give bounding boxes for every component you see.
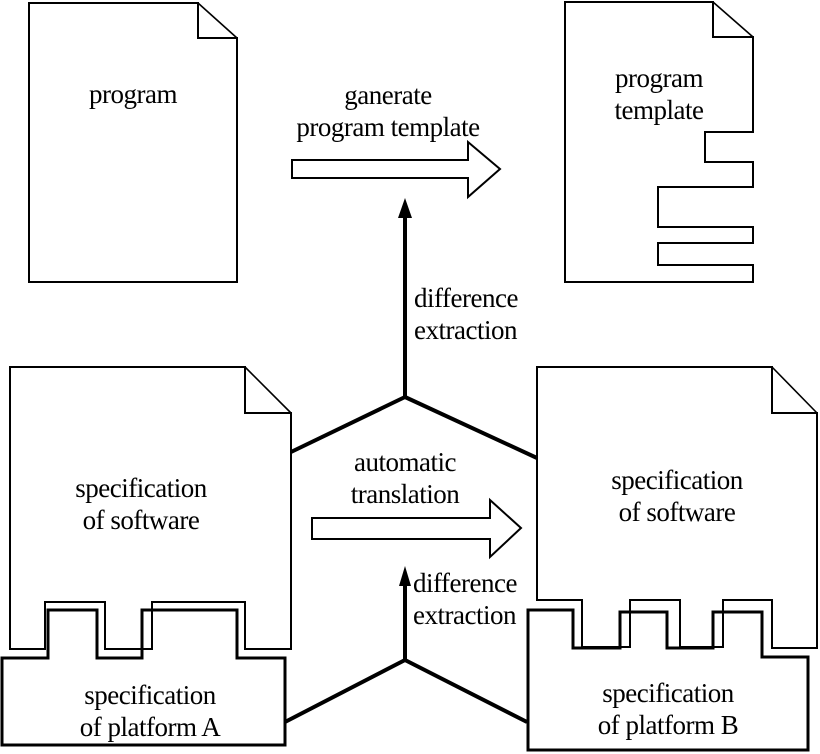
platform-a-label-line: of platform A [79, 712, 221, 742]
folded-corner-icon [244, 366, 292, 414]
generate-arrow-label: ganerate program template [268, 79, 508, 143]
translate-arrow-label: automatic translation [305, 446, 505, 510]
program-template-label-line: program [615, 63, 703, 93]
platform-a-block [0, 608, 287, 747]
spec-software-b-label-line: specification [611, 465, 743, 495]
program-template-document [564, 1, 754, 283]
program-label: program [29, 78, 237, 110]
folded-corner-icon [197, 2, 238, 39]
platform-b-label-line: of platform B [597, 710, 739, 740]
program-label-line: program [89, 79, 177, 109]
folded-corner-icon [712, 1, 754, 38]
diff-extraction-bottom-label-line: extraction [413, 600, 516, 630]
spec-software-b-label-line: of software [618, 497, 736, 527]
spec-software-a-label: specification of software [10, 472, 272, 536]
diff-extraction-top-arrow-icon [290, 198, 538, 460]
diff-extraction-bottom-label: difference extraction [413, 567, 517, 631]
platform-b-block [526, 608, 810, 752]
generate-arrow-icon [291, 139, 502, 200]
program-template-label-line: template [614, 95, 704, 125]
generate-arrow-label-line: ganerate [344, 80, 432, 110]
spec-software-a-label-line: specification [75, 473, 207, 503]
generate-arrow-label-line: program template [296, 112, 480, 142]
diff-extraction-top-label-line: extraction [414, 315, 517, 345]
platform-a-label: specification of platform A [20, 679, 280, 743]
translate-arrow-icon [311, 497, 523, 560]
diff-extraction-top-label: difference extraction [414, 282, 518, 346]
spec-software-b-label: specification of software [537, 464, 817, 528]
program-template-label: program template [565, 62, 753, 126]
spec-software-a-document [9, 366, 292, 650]
diff-extraction-bottom-arrow-icon [284, 566, 528, 724]
translate-arrow-label-line: automatic [354, 447, 456, 477]
diff-extraction-bottom-label-line: difference [413, 568, 517, 598]
platform-b-label-line: specification [602, 678, 734, 708]
spec-software-a-label-line: of software [82, 505, 200, 535]
spec-software-b-document [536, 366, 818, 649]
translate-arrow-label-line: translation [350, 479, 460, 509]
folded-corner-icon [771, 366, 818, 414]
platform-b-label: specification of platform B [528, 677, 808, 741]
platform-a-label-line: specification [84, 680, 216, 710]
program-document [28, 2, 238, 283]
diff-extraction-top-label-line: difference [414, 283, 518, 313]
